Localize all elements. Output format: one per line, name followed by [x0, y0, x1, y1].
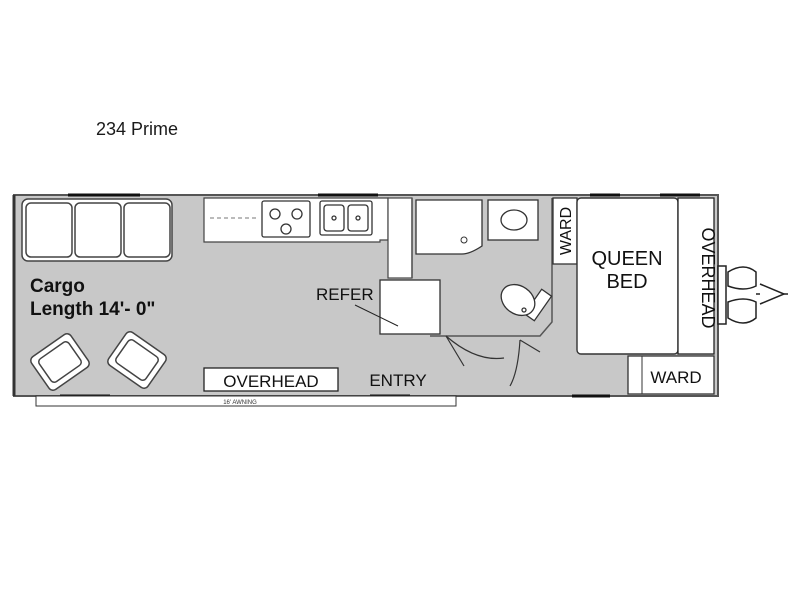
- queen-bed: QUEEN BED: [576, 197, 679, 355]
- overhead-cabinet-front: OVERHEAD: [203, 367, 339, 392]
- wardrobe-top: WARD: [552, 197, 578, 265]
- lavatory-sink-icon: [487, 199, 539, 241]
- overhead-front-label: OVERHEAD: [223, 372, 318, 391]
- bathroom-door: [445, 335, 541, 387]
- shower-icon: [415, 199, 483, 255]
- recliner-chair-icon: [30, 333, 90, 391]
- bathroom-walls: [411, 198, 553, 337]
- queen-bed-label: QUEEN: [591, 248, 662, 270]
- sofa-icon: [21, 198, 173, 262]
- cargo-length-label: Length 14'- 0": [30, 299, 155, 320]
- sink-icon: [319, 200, 373, 236]
- recliner-chair-icon: [107, 331, 167, 389]
- plan-title: 234 Prime: [96, 119, 179, 139]
- pantry: [387, 197, 413, 279]
- ward-top-label: WARD: [558, 207, 575, 255]
- entry-label: ENTRY: [369, 371, 426, 390]
- awning-label: 16' AWNING: [223, 400, 257, 406]
- refer-label: REFER: [316, 285, 374, 304]
- hitch-icon: [717, 265, 788, 325]
- refrigerator: [379, 279, 441, 335]
- awning: 16' AWNING: [35, 395, 457, 407]
- wardrobe-bottom: WARD: [627, 355, 715, 395]
- toilet-icon: [500, 283, 553, 322]
- overhead-cabinet-rear: OVERHEAD: [677, 197, 718, 355]
- stove-icon: [261, 200, 311, 238]
- queen-bed-label-2: BED: [606, 271, 647, 293]
- overhead-rear-label: OVERHEAD: [698, 227, 718, 328]
- cargo-label: Cargo: [30, 276, 85, 297]
- ward-bottom-label: WARD: [650, 368, 701, 387]
- refer-pointer: [354, 304, 399, 327]
